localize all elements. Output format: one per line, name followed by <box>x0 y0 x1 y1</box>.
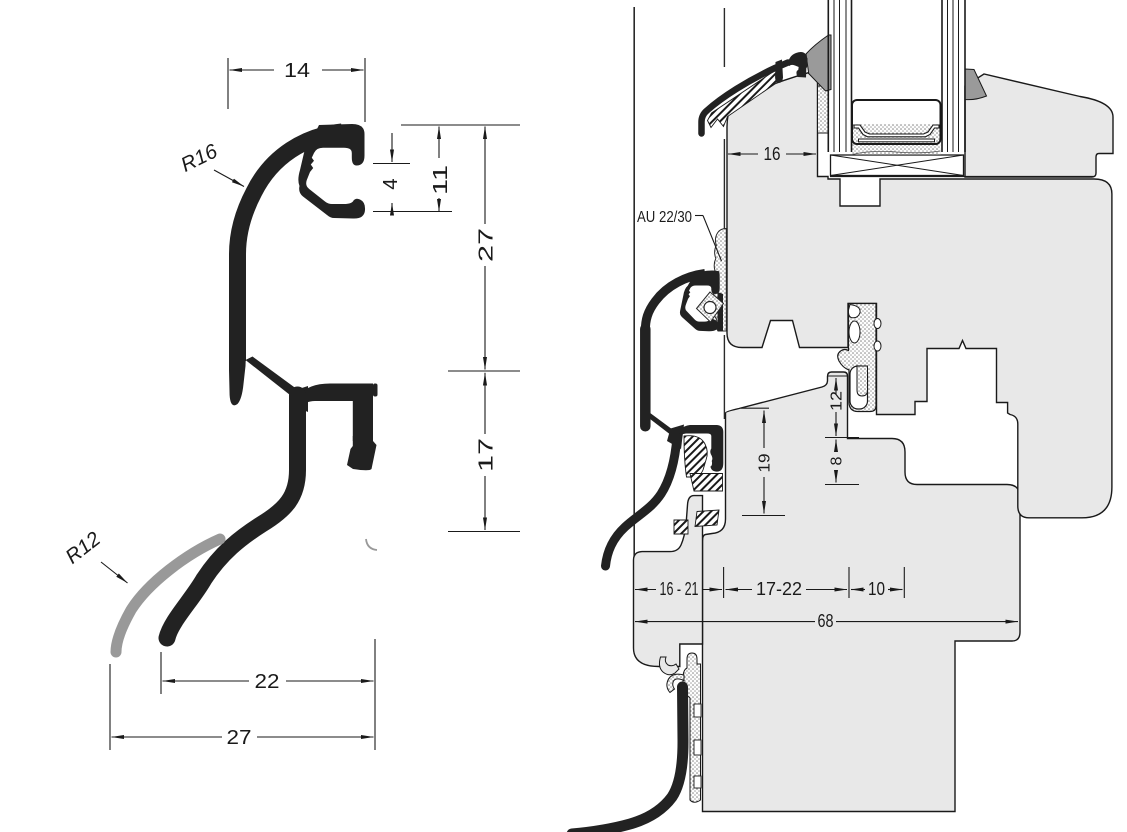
svg-text:14: 14 <box>284 59 310 82</box>
svg-text:AU 22/30: AU 22/30 <box>637 209 692 226</box>
svg-text:17-22: 17-22 <box>756 579 802 599</box>
svg-text:8: 8 <box>829 456 846 465</box>
svg-text:12: 12 <box>829 391 846 411</box>
svg-text:17: 17 <box>475 438 498 472</box>
svg-text:19: 19 <box>757 453 774 472</box>
svg-text:11: 11 <box>429 165 452 195</box>
svg-text:16 - 21: 16 - 21 <box>660 579 699 599</box>
svg-text:27: 27 <box>227 726 252 749</box>
svg-text:22: 22 <box>255 670 280 693</box>
svg-text:16: 16 <box>764 144 781 164</box>
svg-text:10: 10 <box>868 579 885 599</box>
svg-text:4: 4 <box>379 178 402 189</box>
svg-text:68: 68 <box>818 611 834 631</box>
svg-text:27: 27 <box>475 228 498 262</box>
